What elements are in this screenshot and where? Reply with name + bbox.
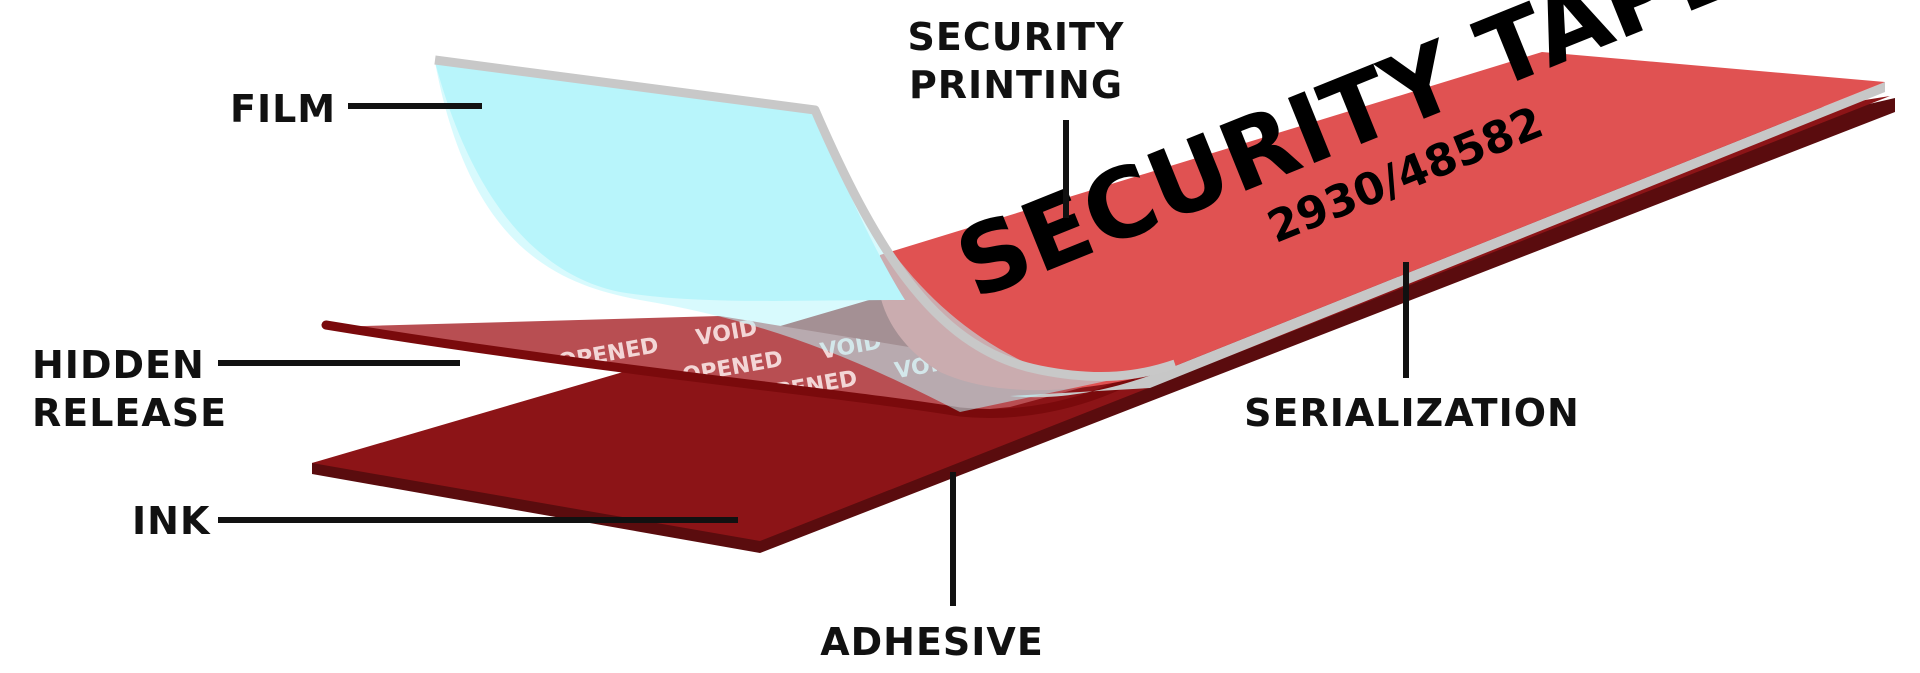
film-layer	[434, 55, 1177, 412]
security-tape-top: SECURITY TAPE 2930/48582	[877, 0, 1885, 398]
ink-label: INK	[132, 499, 211, 543]
adhesive-label: ADHESIVE	[820, 620, 1044, 664]
security-printing-label-line2: PRINTING	[909, 63, 1123, 107]
release-text-void: VOID	[468, 356, 533, 391]
hidden-release-label-line2: RELEASE	[32, 391, 227, 435]
leader-lines	[218, 103, 1409, 606]
film-label: FILM	[230, 87, 336, 131]
film-overlay-front	[435, 62, 905, 301]
hidden-release-label-line1: HIDDEN	[32, 343, 205, 387]
callout-labels: FILM SECURITY PRINTING HIDDEN RELEASE IN…	[32, 15, 1580, 664]
serialization-label: SERIALIZATION	[1244, 391, 1580, 435]
security-printing-label-line1: SECURITY	[908, 15, 1125, 59]
tape-top-surface	[877, 52, 1885, 391]
release-text-opened: OPENED	[330, 373, 434, 415]
film-edge	[434, 55, 1177, 381]
hidden-release-edge	[321, 320, 1135, 418]
